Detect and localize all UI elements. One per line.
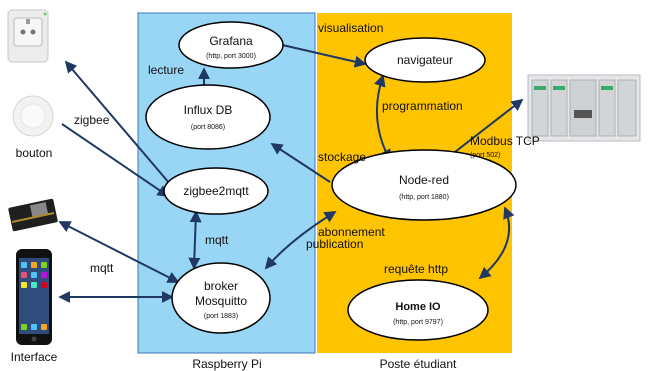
arrow-navigateur-nodered: [374, 74, 391, 162]
bouton-label: bouton: [16, 146, 53, 160]
homeio-sub: (http, port 9797): [393, 319, 443, 326]
requete-label: requête http: [384, 262, 448, 276]
raspberry-pi-caption: Raspberry Pi: [192, 357, 261, 371]
interface-label: Interface: [11, 350, 58, 364]
modbus-label: Modbus TCP: [470, 134, 540, 148]
influx-sub: (port 8086): [191, 124, 225, 131]
broker-sub: (port 1883): [204, 313, 238, 320]
arrow-button-z2m: [61, 123, 170, 198]
poste-etudiant-caption: Poste étudiant: [380, 357, 457, 371]
nodered-node: Node-red (http, port 1880): [331, 149, 517, 221]
visualisation-label: visualisation: [318, 21, 383, 35]
nodered-title: Node-red: [399, 173, 449, 187]
broker-node: broker Mosquitto (port 1883): [171, 262, 271, 334]
influx-node: Influx DB (port 8086): [145, 84, 271, 150]
programmation-label: programmation: [382, 99, 463, 113]
button-icon: [12, 95, 54, 137]
grafana-node: Grafana (http, port 3000): [178, 21, 284, 69]
plc-icon: [527, 74, 641, 142]
navigateur-title: navigateur: [397, 53, 453, 67]
connection-arrows: [58, 43, 524, 303]
stockage-label: stockage: [318, 150, 366, 164]
arrow-nodered-broker: [264, 211, 337, 270]
broker-title-2: Mosquitto: [195, 294, 247, 308]
zigbee2mqtt-node: zigbee2mqtt: [163, 167, 269, 215]
homeio-title: Home IO: [395, 301, 441, 313]
smart-plug-icon: [7, 9, 49, 63]
nodered-sub: (http, port 1880): [399, 194, 449, 201]
esp-board-icon: [8, 198, 58, 232]
zigbee-label: zigbee: [74, 113, 110, 127]
smartphone-icon: [16, 249, 52, 345]
publication-label: publication: [306, 237, 363, 251]
arrow-z2m-plug: [64, 60, 171, 185]
arrow-nodered-influx: [270, 143, 331, 183]
modbus-port-label: (port 502): [470, 152, 500, 159]
lecture-label: lecture: [148, 63, 184, 77]
influx-title: Influx DB: [184, 103, 233, 117]
mqtt-label-2: mqtt: [90, 261, 114, 275]
arrow-nodered-homeio: [478, 206, 515, 280]
grafana-sub: (http, port 3000): [206, 53, 256, 60]
grafana-title: Grafana: [209, 34, 253, 48]
arrow-z2m-broker: [188, 210, 202, 270]
homeio-node: Home IO (http, port 9797): [347, 279, 489, 341]
broker-title-1: broker: [204, 279, 238, 293]
abonnement-label: abonnement: [318, 225, 385, 239]
navigateur-node: navigateur: [364, 37, 486, 83]
arrow-grafana-navigateur: [277, 43, 367, 68]
mqtt-label-1: mqtt: [205, 233, 229, 247]
zigbee2mqtt-title: zigbee2mqtt: [183, 184, 249, 198]
arrow-esp-broker: [58, 221, 180, 283]
